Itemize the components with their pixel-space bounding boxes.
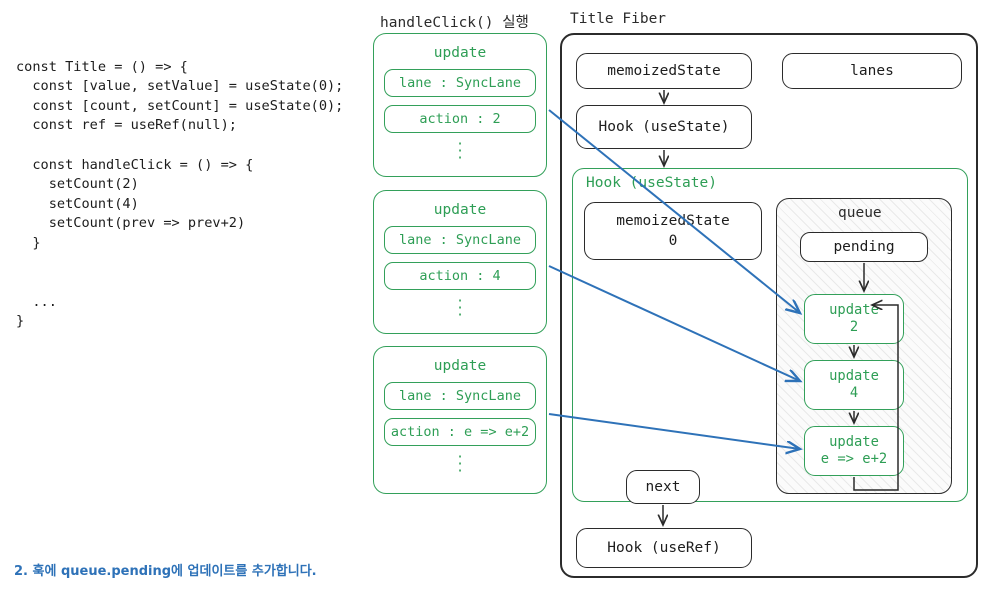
update-card-3-action: action : e => e+2 <box>384 418 536 446</box>
box-hook-usestate-outer: Hook (useState) <box>576 105 752 149</box>
box-fiber-lanes: lanes <box>782 53 962 89</box>
box-hook-memoized-state: memoizedState 0 <box>584 202 762 260</box>
queue-update-3: update e => e+2 <box>804 426 904 476</box>
heading-title-fiber: Title Fiber <box>570 11 667 27</box>
update-card-3-title: update <box>433 358 487 374</box>
hook-memoized-state-label: memoizedState <box>616 212 730 229</box>
update-card-2-lane: lane : SyncLane <box>384 226 536 254</box>
heading-handleclick: handleClick() 실행 <box>380 15 529 31</box>
queue-label: queue <box>838 205 882 221</box>
box-next: next <box>626 470 700 504</box>
hook-memoized-state-value: 0 <box>668 233 678 249</box>
update-card-2: update lane : SyncLane action : 4 ··· <box>373 190 547 334</box>
update-card-2-action: action : 4 <box>384 262 536 290</box>
update-card-1-ellipsis: ··· <box>456 137 464 166</box>
queue-update-1-title: update <box>829 301 879 318</box>
update-card-1-title: update <box>433 45 487 61</box>
update-card-3-lane: lane : SyncLane <box>384 382 536 410</box>
update-card-1-lane: lane : SyncLane <box>384 69 536 97</box>
queue-update-3-value: e => e+2 <box>820 451 888 467</box>
queue-update-2-value: 4 <box>849 385 859 401</box>
queue-update-3-title: update <box>829 433 879 450</box>
update-card-3-ellipsis: ··· <box>456 450 464 479</box>
hook-usestate-group-label: Hook (useState) <box>586 175 717 191</box>
box-hook-useref: Hook (useRef) <box>576 528 752 568</box>
queue-update-1: update 2 <box>804 294 904 344</box>
queue-update-2: update 4 <box>804 360 904 410</box>
queue-update-1-value: 2 <box>849 319 859 335</box>
update-card-2-title: update <box>433 202 487 218</box>
update-card-1: update lane : SyncLane action : 2 ··· <box>373 33 547 177</box>
caption-text: 2. 훅에 queue.pending에 업데이트를 추가합니다. <box>14 564 317 579</box>
update-card-1-action: action : 2 <box>384 105 536 133</box>
queue-update-2-title: update <box>829 367 879 384</box>
source-code-block: const Title = () => { const [value, setV… <box>16 58 344 330</box>
update-card-3: update lane : SyncLane action : e => e+2… <box>373 346 547 494</box>
update-card-2-ellipsis: ··· <box>456 294 464 323</box>
box-fiber-memoized-state: memoizedState <box>576 53 752 89</box>
box-pending: pending <box>800 232 928 262</box>
